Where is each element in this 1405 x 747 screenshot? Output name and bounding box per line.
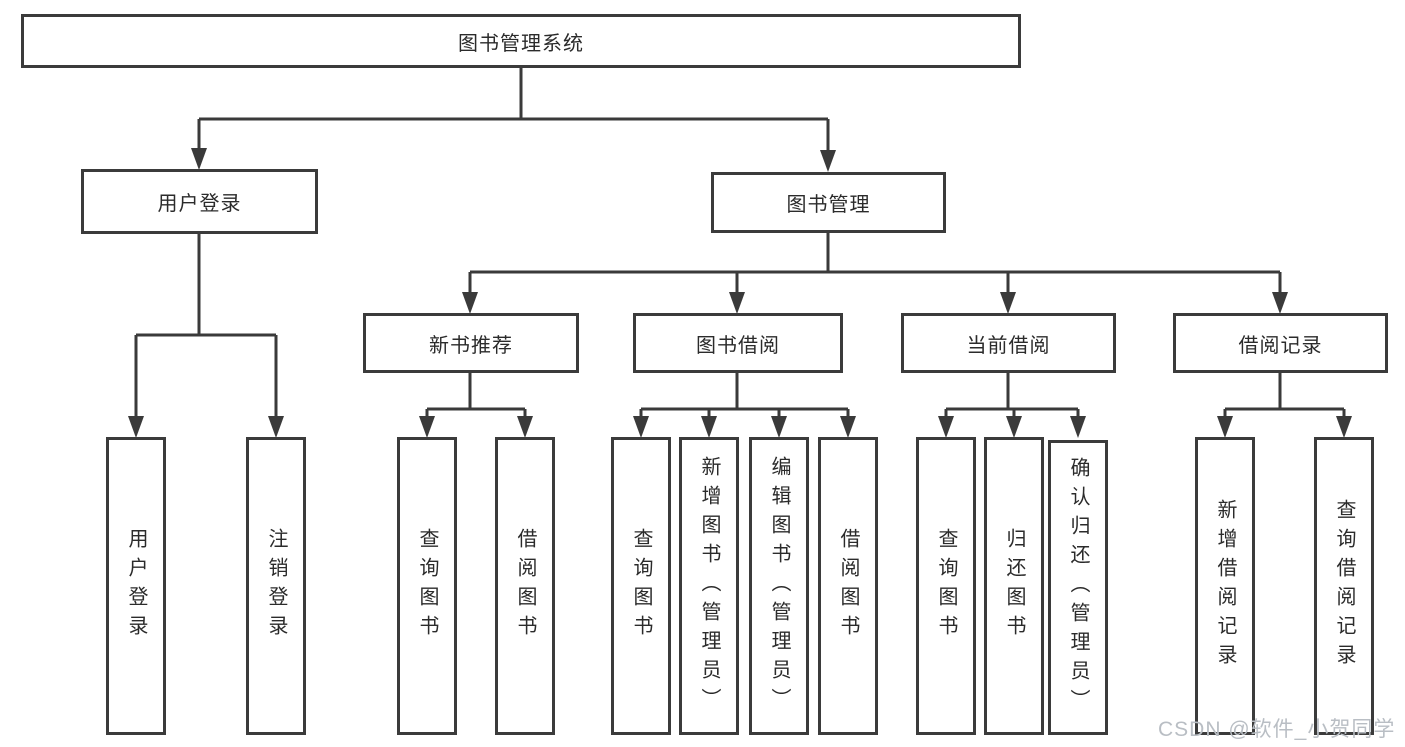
node-leaf-return-book: 归还图书: [984, 437, 1044, 735]
node-leaf-add-book-admin: 新增图书（管理员）: [679, 437, 739, 735]
node-leaf-query-book-3: 查询图书: [916, 437, 976, 735]
node-leaf-logout: 注销登录: [246, 437, 306, 735]
node-label: 查询借阅记录: [1333, 499, 1355, 673]
node-current-borrow: 当前借阅: [901, 313, 1116, 373]
node-label: 图书借阅: [696, 334, 780, 357]
node-label: 注销登录: [265, 528, 287, 644]
node-label: 借阅记录: [1238, 334, 1323, 357]
node-label: 用户登录: [157, 193, 242, 215]
node-label: 确认归还（管理员）: [1067, 457, 1089, 718]
node-borrow-records: 借阅记录: [1173, 313, 1388, 373]
node-label: 查询图书: [630, 528, 652, 644]
node-label: 用户登录: [125, 528, 147, 644]
node-label: 新书推荐: [429, 334, 513, 357]
node-leaf-add-borrow-record: 新增借阅记录: [1195, 437, 1255, 735]
node-user-login: 用户登录: [81, 169, 318, 234]
node-leaf-user-login: 用户登录: [106, 437, 166, 735]
node-leaf-query-book-2: 查询图书: [611, 437, 671, 735]
node-leaf-edit-book-admin: 编辑图书（管理员）: [749, 437, 809, 735]
node-label: 查询图书: [416, 528, 438, 644]
node-label: 图书管理: [786, 194, 871, 216]
node-label: 查询图书: [935, 528, 957, 644]
node-leaf-confirm-return-admin: 确认归还（管理员）: [1048, 440, 1108, 735]
node-root-system: 图书管理系统: [21, 14, 1021, 68]
node-leaf-borrow-book-2: 借阅图书: [818, 437, 878, 735]
node-new-book-recommend: 新书推荐: [363, 313, 579, 373]
node-label: 归还图书: [1003, 528, 1025, 644]
node-label: 借阅图书: [837, 528, 859, 644]
node-leaf-query-book-1: 查询图书: [397, 437, 457, 735]
node-label: 新增借阅记录: [1214, 499, 1236, 673]
node-label: 图书管理系统: [458, 32, 584, 55]
node-leaf-borrow-book-1: 借阅图书: [495, 437, 555, 735]
node-label: 当前借阅: [966, 334, 1051, 357]
node-label: 借阅图书: [514, 528, 536, 644]
node-leaf-query-borrow-record: 查询借阅记录: [1314, 437, 1374, 735]
node-book-management: 图书管理: [711, 172, 946, 233]
watermark-text: CSDN @软件_小贺同学: [1158, 718, 1396, 741]
node-label: 新增图书（管理员）: [698, 455, 720, 717]
node-label: 编辑图书（管理员）: [768, 455, 790, 717]
node-book-borrow: 图书借阅: [633, 313, 843, 373]
